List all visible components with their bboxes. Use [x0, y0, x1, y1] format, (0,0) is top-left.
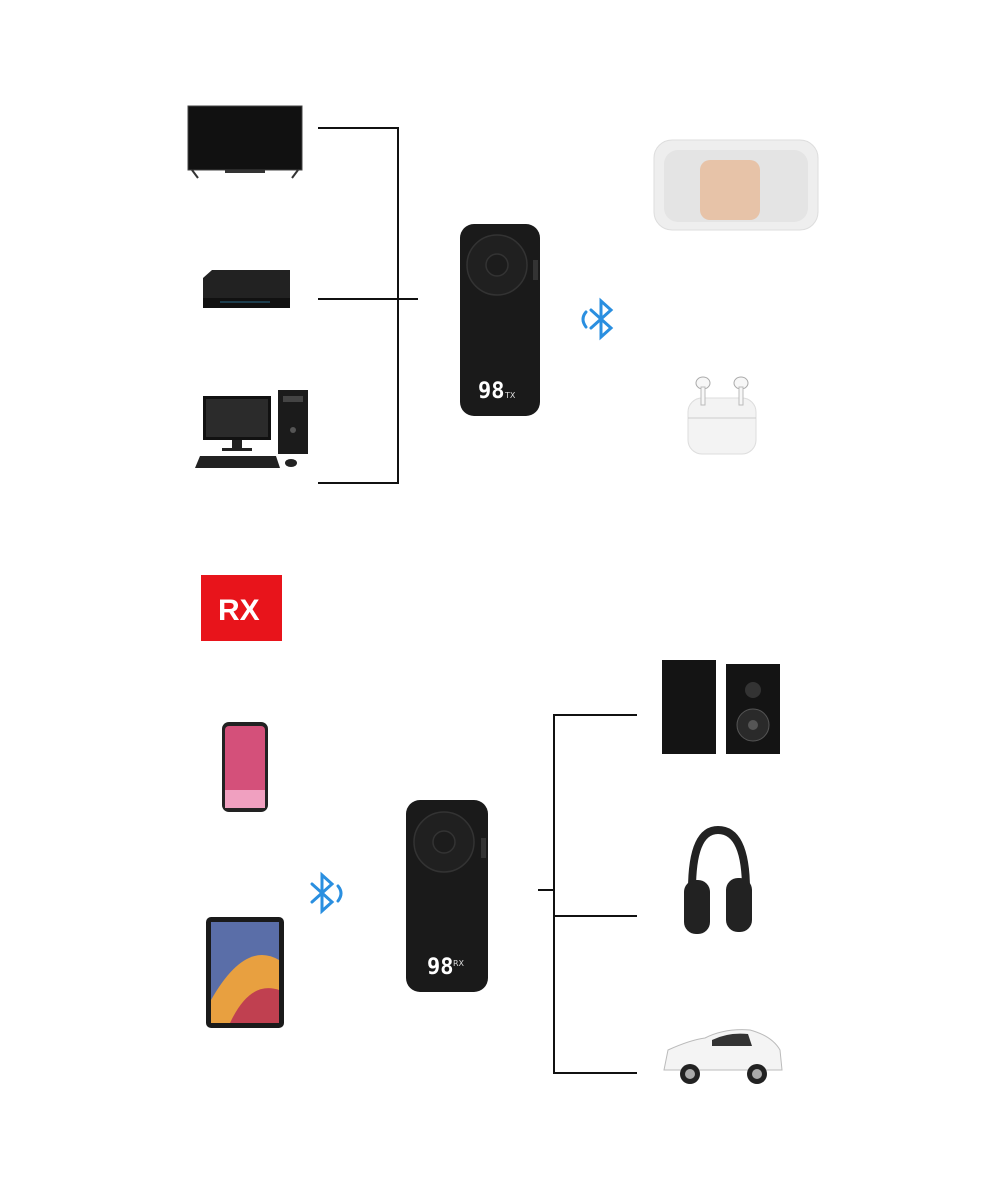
- smart-speaker-icon: [653, 139, 819, 231]
- set-top-box-icon: [203, 270, 290, 308]
- desktop-computer-icon: [195, 390, 308, 468]
- tx-mode-label: TX: [504, 391, 516, 400]
- headphones-icon: [684, 825, 752, 934]
- car-icon: [663, 1029, 783, 1084]
- tx-display-number: 98: [478, 379, 505, 404]
- bluetooth-icon: [581, 297, 614, 341]
- rx-display-number: 98: [427, 955, 454, 980]
- bluetooth-icon: [310, 871, 343, 915]
- rx-connector-lines: [538, 714, 637, 1074]
- transmitter-device: 98 TX: [460, 224, 540, 416]
- bookshelf-speakers-icon: [662, 660, 780, 754]
- tx-connector-lines: [318, 127, 418, 484]
- tv-icon: [187, 105, 303, 179]
- rx-badge: RX: [201, 575, 282, 641]
- receiver-device: 98 RX: [406, 800, 488, 992]
- tablet-icon: [206, 917, 284, 1028]
- smartphone-icon: [222, 722, 268, 812]
- airpods-icon: [687, 376, 757, 455]
- rx-mode-label: RX: [453, 959, 465, 968]
- rx-badge-text: RX: [218, 594, 260, 627]
